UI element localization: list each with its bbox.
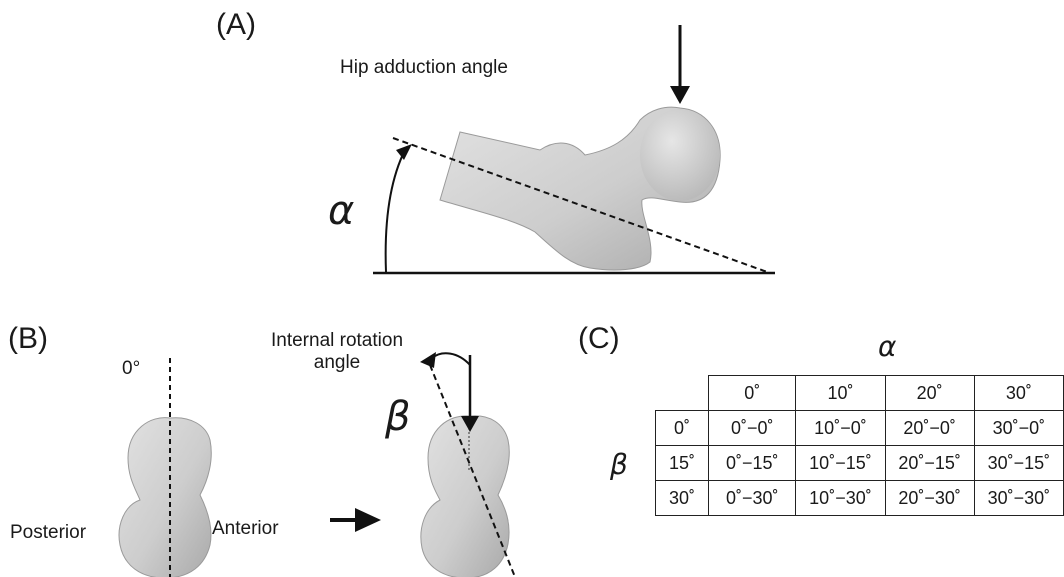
column-header: 10˚ bbox=[795, 375, 886, 411]
column-header: 0˚ bbox=[708, 375, 797, 411]
table-row: 15˚ 0˚−15˚ 10˚−15˚ 20˚−15˚ 30˚−15˚ bbox=[654, 445, 1064, 481]
femoral-head bbox=[640, 109, 720, 201]
alpha-arc bbox=[384, 149, 406, 273]
rotated-axis-dashed bbox=[429, 364, 516, 577]
panel-c-label: (C) bbox=[578, 322, 620, 355]
panel-b-label: (B) bbox=[8, 322, 48, 355]
table-row: 0˚ 0˚−0˚ 10˚−0˚ 20˚−0˚ 30˚−0˚ bbox=[654, 410, 1064, 446]
table-cell: 30˚−0˚ bbox=[973, 410, 1064, 446]
internal-rotation-label-line1: Internal rotation bbox=[270, 330, 404, 351]
internal-rotation-label-line2: angle bbox=[313, 352, 361, 373]
angle-combination-table: 0˚ 10˚ 20˚ 30˚ 0˚ 0˚−0˚ 10˚−0˚ 20˚−0˚ 30… bbox=[654, 375, 1064, 516]
table-row: 30˚ 0˚−30˚ 10˚−30˚ 20˚−30˚ 30˚−30˚ bbox=[654, 480, 1064, 516]
anterior-label: Anterior bbox=[212, 518, 279, 539]
posterior-label: Posterior bbox=[10, 522, 87, 543]
alpha-symbol: α bbox=[328, 188, 355, 234]
zero-degree-label: 0° bbox=[122, 358, 141, 379]
table-cell: 0˚−0˚ bbox=[708, 410, 797, 446]
table-cell: 20˚−0˚ bbox=[884, 410, 975, 446]
hip-adduction-title: Hip adduction angle bbox=[340, 57, 508, 78]
femoral-axis-dashed bbox=[392, 137, 771, 274]
table-cell: 10˚−30˚ bbox=[795, 480, 886, 516]
panel-a-figure bbox=[373, 25, 775, 275]
row-header: 0˚ bbox=[654, 410, 710, 446]
beta-arc-arrowhead bbox=[420, 352, 436, 368]
row-header: 30˚ bbox=[654, 480, 710, 516]
alpha-arc-arrowhead bbox=[396, 144, 412, 160]
column-header: 30˚ bbox=[973, 375, 1064, 411]
table-header-row: 0˚ 10˚ 20˚ 30˚ bbox=[655, 375, 1064, 411]
panel-a-label: (A) bbox=[216, 8, 256, 41]
beta-symbol: β bbox=[385, 394, 411, 440]
table-cell: 30˚−30˚ bbox=[973, 480, 1064, 516]
table-cell: 0˚−15˚ bbox=[708, 445, 797, 481]
femur-front-view-rotated bbox=[420, 415, 510, 577]
table-cell: 20˚−30˚ bbox=[884, 480, 975, 516]
femur-front-view-neutral bbox=[118, 417, 212, 577]
table-cell: 10˚−15˚ bbox=[795, 445, 886, 481]
load-arrow-head bbox=[670, 86, 690, 104]
rotation-load-arrow-head bbox=[461, 416, 479, 432]
table-cell: 0˚−30˚ bbox=[708, 480, 797, 516]
column-header: 20˚ bbox=[884, 375, 975, 411]
table-cell: 30˚−15˚ bbox=[973, 445, 1064, 481]
beta-arc bbox=[431, 352, 471, 366]
row-header: 15˚ bbox=[654, 445, 710, 481]
internal-rotation-label: Internal rotation angle bbox=[257, 330, 417, 374]
table-alpha-symbol: α bbox=[878, 330, 897, 363]
table-cell: 20˚−15˚ bbox=[884, 445, 975, 481]
table-corner-cell bbox=[655, 375, 710, 411]
transition-arrow-head bbox=[355, 508, 381, 532]
table-beta-symbol: β bbox=[610, 448, 628, 481]
table-cell: 10˚−0˚ bbox=[795, 410, 886, 446]
panel-b-figure bbox=[118, 352, 516, 577]
